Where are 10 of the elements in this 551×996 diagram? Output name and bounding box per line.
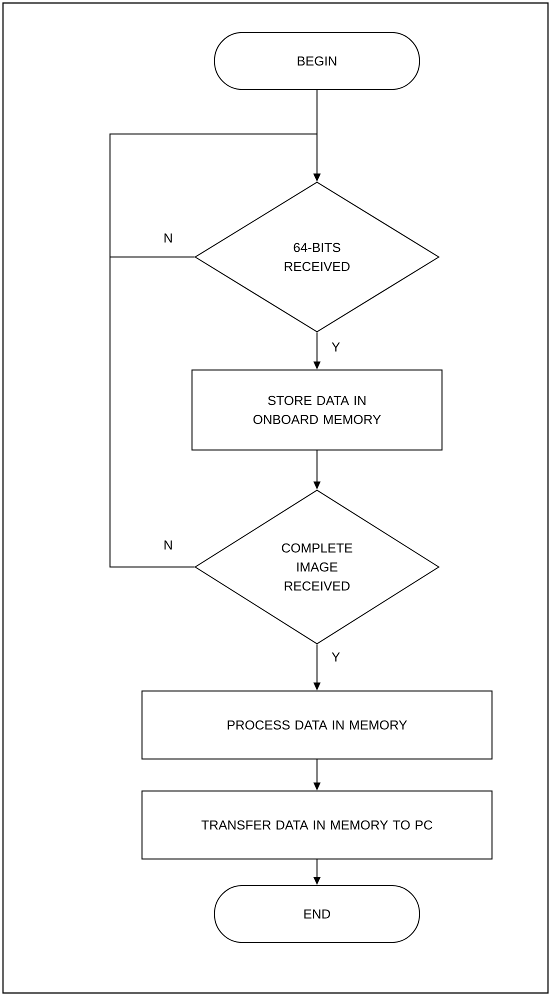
process-box: STORE DATA IN ONBOARD MEMORY: [192, 370, 442, 450]
edge-label: Y: [330, 652, 342, 662]
edge-label: Y: [330, 342, 342, 352]
process-box: TRANSFER DATA IN MEMORY TO PC: [142, 790, 492, 860]
terminal-box: BEGIN: [214, 32, 420, 90]
process-box: PROCESS DATA IN MEMORY: [142, 690, 492, 760]
terminal-box: END: [214, 885, 420, 943]
arrow: [110, 134, 321, 568]
edge-label: N: [162, 540, 174, 550]
edge-label: N: [162, 232, 174, 244]
